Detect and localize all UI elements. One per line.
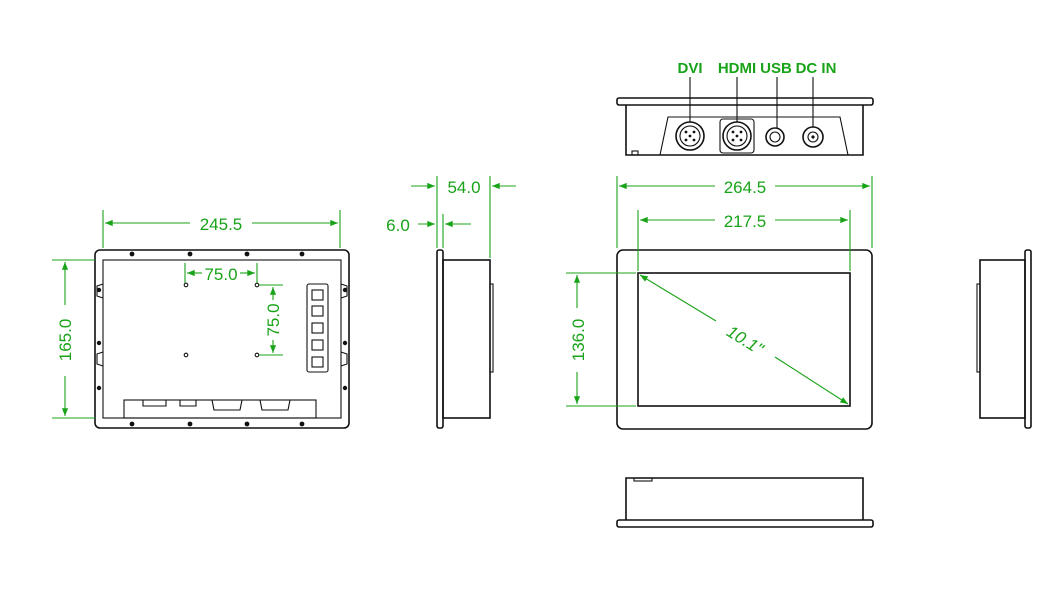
dim-side-flange: 6.0 [386, 214, 471, 248]
right-side-body [979, 259, 1026, 419]
vesa-mount-holes [183, 282, 260, 358]
bottom-flange [616, 519, 874, 528]
top-body [625, 105, 864, 156]
dim-mount-vertical-label: 75.0 [264, 303, 283, 336]
bottom-view [616, 477, 874, 528]
dim-screen-width: 217.5 [637, 210, 851, 271]
rear-bezel [94, 249, 350, 429]
front-view: 264.5 217.5 136.0 10.1" [566, 176, 873, 430]
dim-rear-width-label: 245.5 [200, 215, 243, 234]
dvi-connector [675, 121, 705, 151]
dim-screen-height: 136.0 [566, 272, 636, 407]
right-mount-tab [340, 283, 348, 367]
dim-mount-horizontal-label: 75.0 [204, 265, 237, 284]
hdmi-connector [719, 118, 755, 154]
osd-button-panel [306, 283, 329, 373]
rear-view: 245.5 165.0 75.0 75.0 [52, 210, 350, 429]
rear-connector-strip [123, 399, 317, 419]
dim-side-depth: 54.0 [411, 176, 516, 258]
front-screen [637, 272, 851, 407]
dim-screen-width-label: 217.5 [724, 212, 767, 231]
side-flange [436, 249, 444, 429]
dc-in-connector [802, 126, 824, 148]
side-view-right [976, 249, 1032, 429]
dim-rear-width: 245.5 [102, 210, 341, 248]
label-dvi: DVI [677, 60, 702, 77]
dim-mount-horizontal: 75.0 [184, 263, 258, 284]
label-dc-in: DC IN [796, 60, 837, 77]
dim-mount-vertical: 75.0 [259, 284, 283, 356]
side-body [442, 259, 491, 419]
top-flange [616, 97, 874, 106]
dim-front-width-label: 264.5 [724, 178, 767, 197]
front-bezel [616, 249, 873, 430]
side-view-left: 54.0 6.0 [386, 176, 516, 429]
label-usb: USB [760, 60, 792, 77]
dim-side-flange-label: 6.0 [386, 216, 410, 235]
side-buttons [489, 283, 494, 373]
dim-rear-height-label: 165.0 [56, 319, 75, 362]
bottom-body [625, 477, 864, 520]
dim-front-width: 264.5 [616, 176, 873, 248]
dim-side-depth-label: 54.0 [447, 178, 480, 197]
label-hdmi: HDMI [718, 60, 756, 77]
dim-screen-diagonal: 10.1" [639, 274, 849, 405]
right-side-flange [1024, 249, 1032, 429]
dim-rear-height: 165.0 [52, 259, 95, 419]
left-mount-tab [96, 283, 104, 367]
connector-recess [659, 116, 849, 156]
dim-screen-diagonal-label: 10.1" [723, 322, 767, 359]
dim-screen-height-label: 136.0 [569, 319, 588, 362]
rear-edge-screws [96, 251, 348, 427]
top-view-connectors: DVI HDMI USB DC IN [616, 60, 874, 156]
usb-connector [765, 127, 785, 147]
